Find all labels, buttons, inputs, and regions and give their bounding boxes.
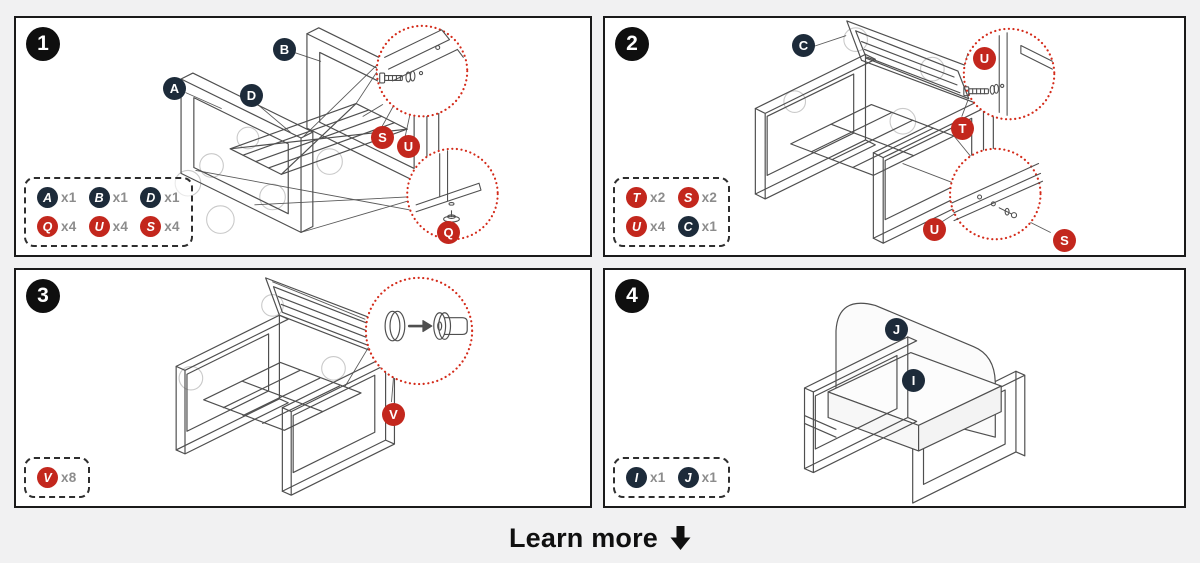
part-badge: D xyxy=(140,187,162,208)
part-label-I: I xyxy=(902,369,925,392)
part-label-U: U xyxy=(973,47,996,70)
part-count: x1 xyxy=(650,470,666,485)
part-count: x1 xyxy=(701,219,718,234)
part-badge: S xyxy=(140,216,162,237)
part-count: x4 xyxy=(61,219,77,234)
part-label-T: T xyxy=(951,117,974,140)
part-label-Q: Q xyxy=(437,221,460,244)
step-3-diagram xyxy=(175,276,474,496)
joint-highlight-circles xyxy=(174,126,343,234)
part-badge: T xyxy=(626,187,647,208)
part-count: x4 xyxy=(650,219,666,234)
part-badge: V xyxy=(37,467,58,488)
part-label-S: S xyxy=(1053,229,1076,252)
step-1-diagram xyxy=(174,24,499,241)
part-label-U: U xyxy=(923,218,946,241)
part-count: x1 xyxy=(701,470,718,485)
step-number-badge: 1 xyxy=(26,27,60,61)
callout-circle-bolt xyxy=(962,27,1056,121)
part-count: x2 xyxy=(701,190,718,205)
joint-highlight-circles xyxy=(178,294,346,391)
bolt-washer-detail xyxy=(379,29,464,84)
chair-with-cushions xyxy=(803,302,1026,504)
part-label-V: V xyxy=(382,403,405,426)
part-badge: C xyxy=(677,216,699,237)
part-badge: Q xyxy=(37,216,58,237)
part-badge: U xyxy=(626,216,647,237)
callout-circle-bolt xyxy=(375,24,469,118)
down-arrow-icon xyxy=(670,526,691,550)
step-number-badge: 4 xyxy=(615,279,649,313)
part-badge: J xyxy=(677,467,699,488)
part-badge: S xyxy=(677,187,699,208)
step-number-badge: 3 xyxy=(26,279,60,313)
part-label-U: U xyxy=(397,135,420,158)
bolt-washer-detail xyxy=(963,32,1053,116)
part-count: x2 xyxy=(650,190,666,205)
chair-frame-complete xyxy=(175,277,396,496)
step-number-badge: 2 xyxy=(615,27,649,61)
callout-circle-glide xyxy=(406,147,499,241)
cap-detail xyxy=(384,310,468,342)
callout-circle-cap xyxy=(364,276,474,386)
part-label-B: B xyxy=(273,38,296,61)
part-label-C: C xyxy=(792,34,815,57)
learn-more-cta[interactable]: Learn more xyxy=(0,513,1200,563)
part-count: x1 xyxy=(112,190,129,205)
part-count: x8 xyxy=(61,470,77,485)
screw-detail xyxy=(951,163,1044,222)
part-badge: I xyxy=(626,467,647,488)
part-badge: A xyxy=(37,187,58,208)
learn-more-label[interactable]: Learn more xyxy=(508,522,659,553)
part-badge: B xyxy=(88,187,110,208)
leader-lines xyxy=(185,51,452,233)
joint-highlight-circles xyxy=(783,27,945,135)
part-count: x4 xyxy=(112,219,129,234)
part-label-J: J xyxy=(885,318,908,341)
part-label-A: A xyxy=(163,77,186,100)
part-count: x1 xyxy=(61,190,77,205)
part-count: x1 xyxy=(164,190,180,205)
part-count: x4 xyxy=(164,219,180,234)
part-badge: U xyxy=(88,216,110,237)
part-label-S: S xyxy=(371,126,394,149)
part-label-D: D xyxy=(240,84,263,107)
